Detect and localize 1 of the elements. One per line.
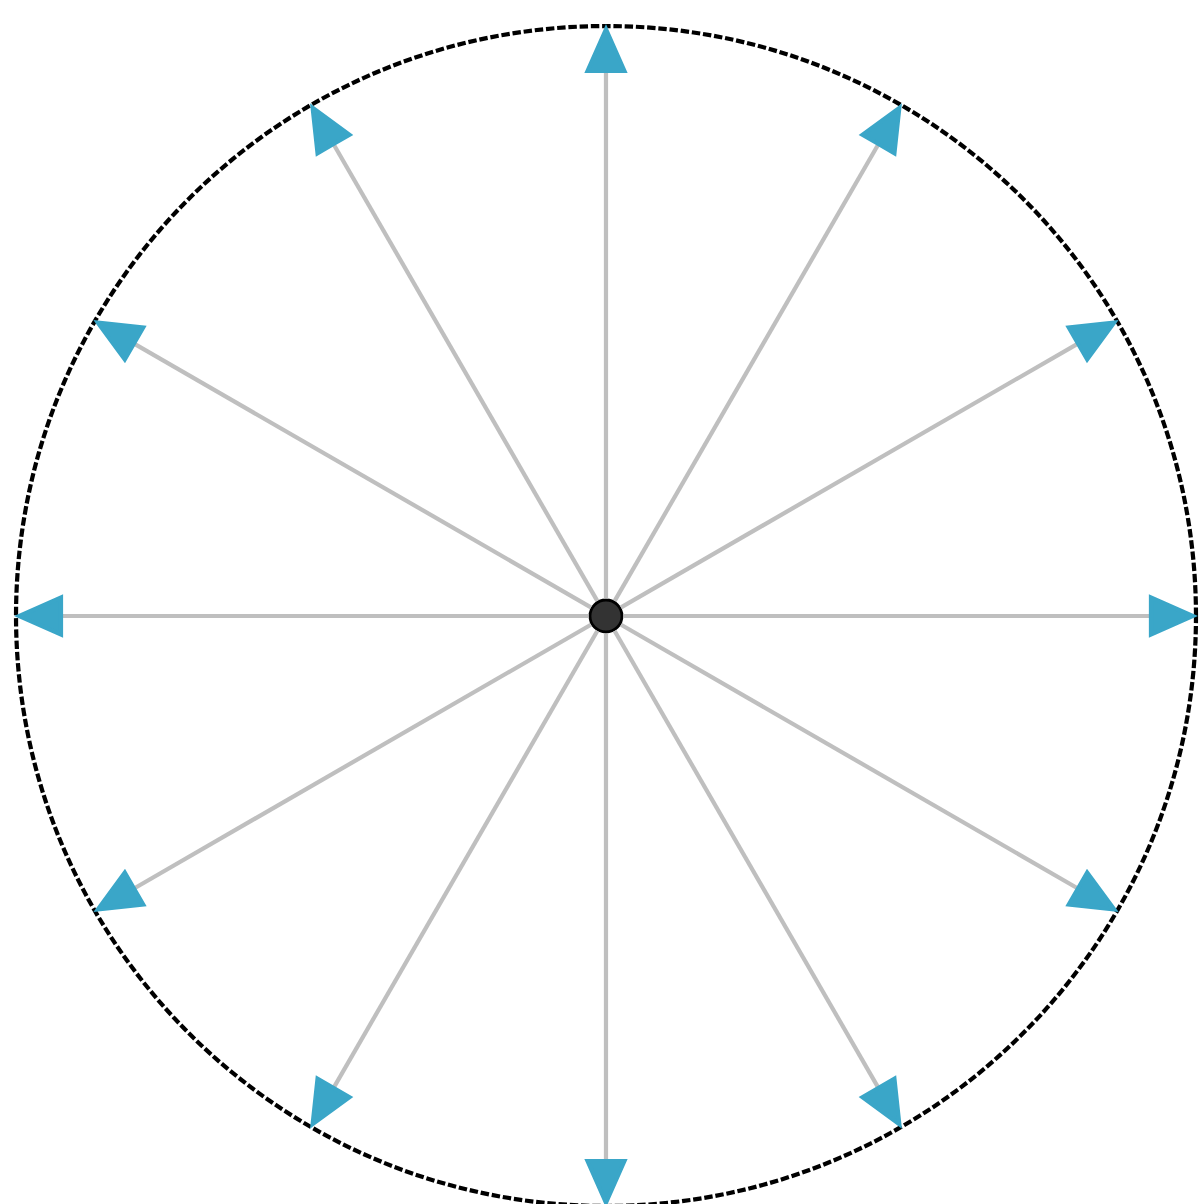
center-dot [588, 598, 624, 634]
